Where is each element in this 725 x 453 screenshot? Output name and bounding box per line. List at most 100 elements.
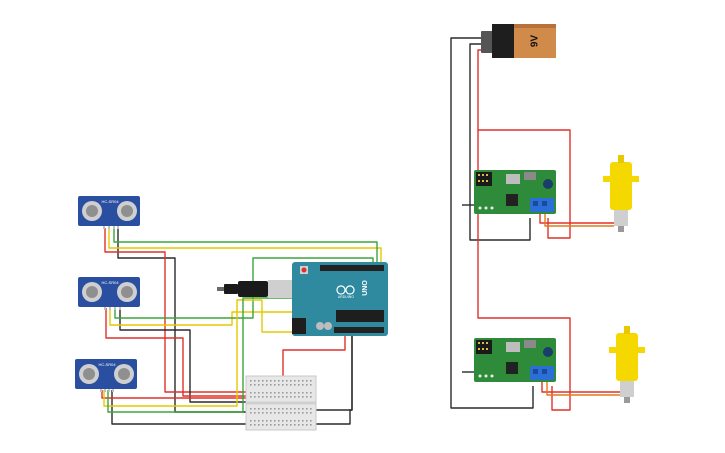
- breadboard-hole: [270, 424, 272, 426]
- breadboard-hole: [298, 420, 300, 422]
- wire-arduino-black[interactable]: [300, 336, 353, 411]
- breadboard-hole: [310, 380, 312, 382]
- breadboard-hole: [278, 384, 280, 386]
- breadboard-hole: [298, 412, 300, 414]
- sensor-1-label: HC-SR04: [101, 199, 119, 204]
- sensor-3-label: HC-SR04: [98, 362, 116, 367]
- breadboard-hole: [278, 424, 280, 426]
- motor-driver-1[interactable]: [474, 170, 556, 214]
- breadboard-hole: [286, 392, 288, 394]
- breadboard-hole: [286, 408, 288, 410]
- breadboard-hole: [310, 384, 312, 386]
- wire-motor1-red[interactable]: [539, 214, 614, 224]
- breadboard-hole: [278, 396, 280, 398]
- breadboard-hole: [258, 380, 260, 382]
- breadboard-hole: [270, 420, 272, 422]
- wire-battery-black-1[interactable]: [450, 37, 534, 409]
- motor-driver-2[interactable]: [474, 338, 556, 382]
- breadboard-hole: [274, 392, 276, 394]
- ultrasonic-sensor-3[interactable]: HC-SR04: [75, 359, 137, 392]
- breadboard-hole: [290, 420, 292, 422]
- wire-s3-yellow[interactable]: [103, 299, 262, 407]
- breadboard-hole: [254, 424, 256, 426]
- breadboard-hole: [258, 424, 260, 426]
- breadboard-hole: [266, 408, 268, 410]
- breadboard-hole: [294, 412, 296, 414]
- wire-s1-red[interactable]: [104, 228, 290, 393]
- breadboard-hole: [274, 424, 276, 426]
- wire-motor2-red[interactable]: [541, 382, 620, 393]
- breadboard-hole: [250, 380, 252, 382]
- breadboard-hole: [302, 380, 304, 382]
- breadboard-hole: [258, 396, 260, 398]
- wire-battery-black-2[interactable]: [469, 43, 531, 241]
- arduino-logo-text: ARDUINO: [338, 295, 354, 299]
- wire-arduino-red[interactable]: [282, 336, 346, 382]
- breadboard-hole: [278, 392, 280, 394]
- breadboard-hole: [254, 396, 256, 398]
- breadboard-hole: [254, 412, 256, 414]
- breadboard-hole: [294, 380, 296, 382]
- breadboard-hole: [306, 420, 308, 422]
- breadboard-hole: [266, 392, 268, 394]
- breadboard-hole: [278, 412, 280, 414]
- breadboard-hole: [254, 384, 256, 386]
- breadboard-hole: [266, 412, 268, 414]
- breadboard-hole: [302, 424, 304, 426]
- breadboard-hole: [258, 392, 260, 394]
- breadboard-hole: [310, 420, 312, 422]
- breadboard-hole: [294, 408, 296, 410]
- breadboard-hole: [290, 408, 292, 410]
- breadboard-hole: [290, 396, 292, 398]
- breadboard-hole: [270, 380, 272, 382]
- breadboard-hole: [286, 420, 288, 422]
- breadboard-hole: [274, 412, 276, 414]
- wire-battery-red-1[interactable]: [477, 49, 571, 239]
- breadboard[interactable]: [245, 375, 317, 431]
- breadboard-hole: [294, 392, 296, 394]
- breadboard-hole: [266, 396, 268, 398]
- breadboard-hole: [278, 420, 280, 422]
- breadboard-hole: [278, 380, 280, 382]
- wire-motor1-orange[interactable]: [544, 214, 614, 227]
- wire-s2-red[interactable]: [105, 308, 300, 397]
- breadboard-hole: [310, 424, 312, 426]
- breadboard-hole: [250, 392, 252, 394]
- arduino-logo-icon: [336, 285, 355, 295]
- breadboard-hole: [294, 424, 296, 426]
- breadboard-hole: [286, 380, 288, 382]
- wire-s3-red[interactable]: [101, 390, 290, 399]
- dc-motor-2[interactable]: [609, 326, 645, 403]
- breadboard-hole: [306, 412, 308, 414]
- breadboard-hole: [258, 412, 260, 414]
- breadboard-hole: [254, 392, 256, 394]
- battery-label: 9V: [530, 35, 541, 48]
- wire-s1-yellow[interactable]: [108, 228, 382, 262]
- arduino-uno[interactable]: ARDUINO UNO: [292, 262, 388, 336]
- usb-cable[interactable]: [217, 280, 296, 298]
- breadboard-hole: [306, 408, 308, 410]
- breadboard-hole: [290, 384, 292, 386]
- breadboard-hole: [274, 384, 276, 386]
- breadboard-hole: [254, 380, 256, 382]
- wire-s2-black[interactable]: [119, 308, 295, 403]
- wire-battery-red-2[interactable]: [477, 130, 571, 411]
- wire-motor2-orange[interactable]: [546, 382, 620, 396]
- breadboard-hole: [298, 396, 300, 398]
- breadboard-holes: [250, 380, 312, 426]
- breadboard-hole: [254, 408, 256, 410]
- breadboard-hole: [286, 396, 288, 398]
- breadboard-hole: [290, 424, 292, 426]
- battery-9v[interactable]: 9V: [481, 24, 556, 58]
- breadboard-hole: [262, 412, 264, 414]
- dc-motor-1[interactable]: [603, 155, 639, 232]
- breadboard-hole: [262, 424, 264, 426]
- wire-s1-green[interactable]: [113, 228, 378, 262]
- breadboard-hole: [294, 396, 296, 398]
- ultrasonic-sensor-1[interactable]: HC-SR04: [78, 196, 140, 229]
- ultrasonic-sensor-2[interactable]: HC-SR04: [78, 277, 140, 310]
- breadboard-hole: [310, 412, 312, 414]
- breadboard-hole: [266, 380, 268, 382]
- breadboard-hole: [270, 412, 272, 414]
